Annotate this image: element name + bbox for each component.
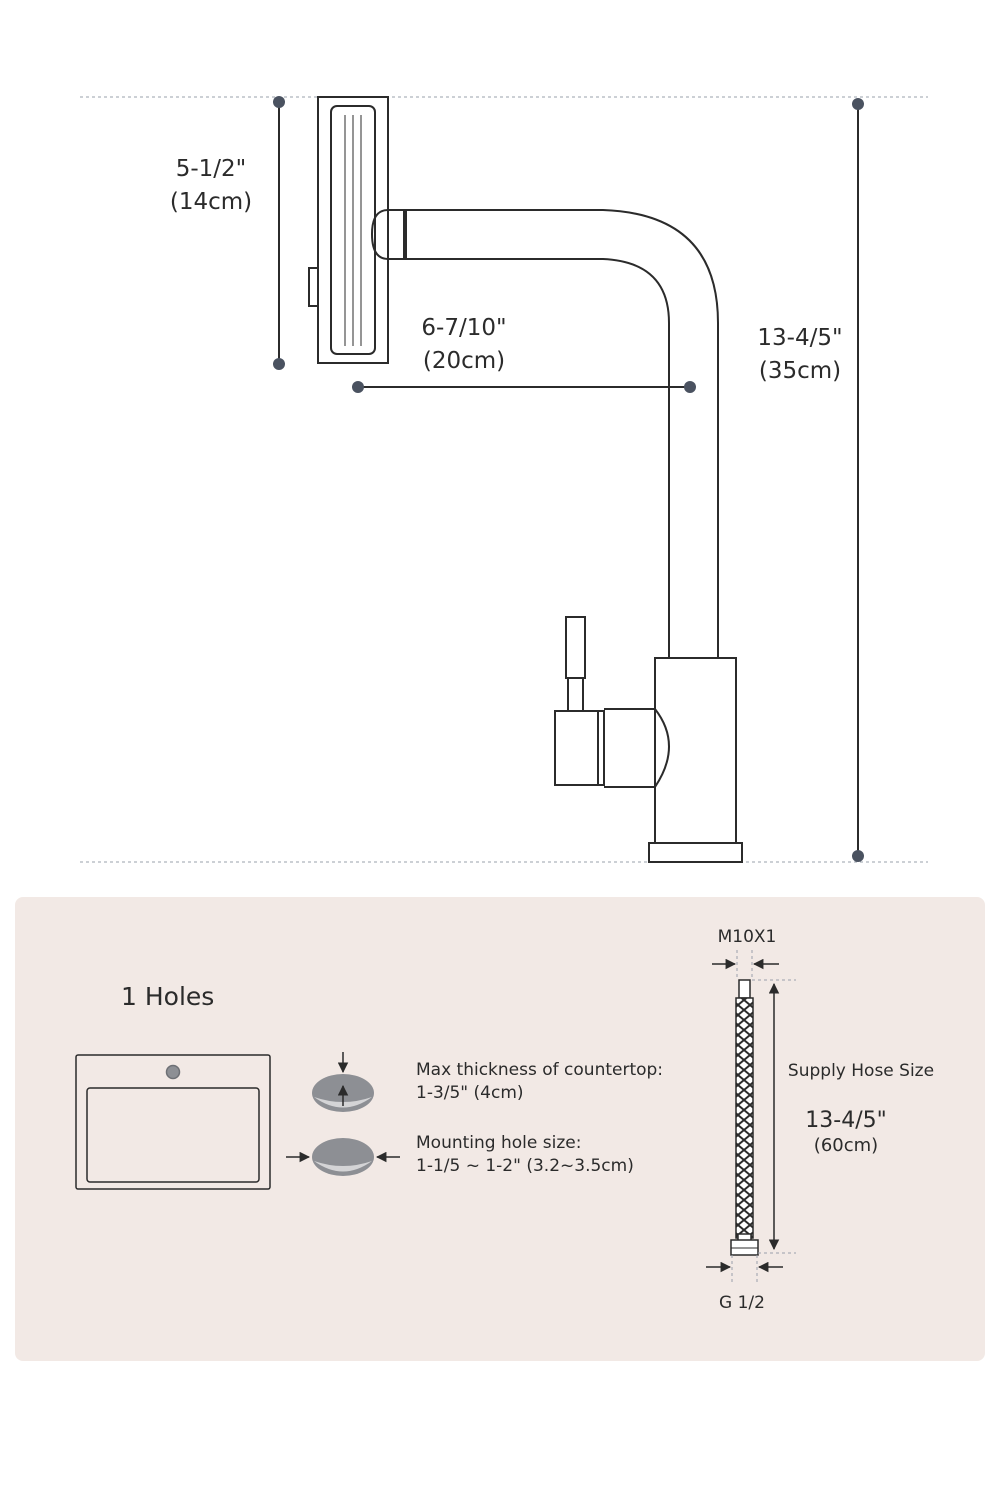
spray-head xyxy=(317,96,389,364)
hose-top-fitting xyxy=(738,979,751,999)
countertop-thickness-icon xyxy=(312,1052,374,1112)
mounting-hole-icon xyxy=(286,1138,400,1176)
spout-connector xyxy=(370,209,406,260)
spout-height-metric: (14cm) xyxy=(170,189,252,215)
holes-title: 1 Holes xyxy=(121,982,214,1011)
supply-hose xyxy=(706,950,796,1282)
handle-lever xyxy=(565,616,586,679)
hose-bottom-thread: G 1/2 xyxy=(719,1293,765,1313)
total-height-imperial: 13-4/5" xyxy=(757,325,842,351)
dimension-dot xyxy=(684,381,696,393)
mounting-label: Mounting hole size: xyxy=(416,1133,581,1153)
spray-head-button xyxy=(308,267,319,307)
sink-illustration xyxy=(75,1054,271,1190)
total-height-metric: (35cm) xyxy=(759,358,841,384)
handle-neck xyxy=(604,708,670,788)
hose-length-imperial: 13-4/5" xyxy=(805,1108,886,1133)
countertop-label: Max thickness of countertop: xyxy=(416,1060,663,1080)
faucet-hole xyxy=(165,1064,181,1080)
dimension-dot xyxy=(352,381,364,393)
dimension-total-height: 13-4/5" (35cm) xyxy=(757,98,864,862)
hose-size-label: Supply Hose Size xyxy=(788,1061,934,1081)
handle-stem xyxy=(567,677,584,712)
dimension-dot xyxy=(273,96,285,108)
dimension-dot xyxy=(852,850,864,862)
handle-block xyxy=(554,710,599,786)
dimension-spout-height: 5-1/2" (14cm) xyxy=(170,96,285,370)
hose-braid xyxy=(735,997,754,1239)
hose-top-thread: M10X1 xyxy=(718,927,777,947)
spout-reach-metric: (20cm) xyxy=(423,348,505,374)
spout-reach-imperial: 6-7/10" xyxy=(421,315,506,341)
dimension-spout-reach: 6-7/10" (20cm) xyxy=(352,315,696,393)
mounting-value: 1-1/5 ~ 1-2" (3.2~3.5cm) xyxy=(416,1156,634,1176)
dimension-dot xyxy=(273,358,285,370)
faucet-drawing xyxy=(308,96,743,863)
countertop-value: 1-3/5" (4cm) xyxy=(416,1083,524,1103)
spray-head-face xyxy=(330,105,376,355)
hose-length-metric: (60cm) xyxy=(814,1135,878,1156)
faucet-base xyxy=(648,842,743,863)
dimension-dot xyxy=(852,98,864,110)
spout-height-imperial: 5-1/2" xyxy=(176,156,247,182)
spout-body xyxy=(405,209,719,658)
faucet-body xyxy=(654,657,737,844)
